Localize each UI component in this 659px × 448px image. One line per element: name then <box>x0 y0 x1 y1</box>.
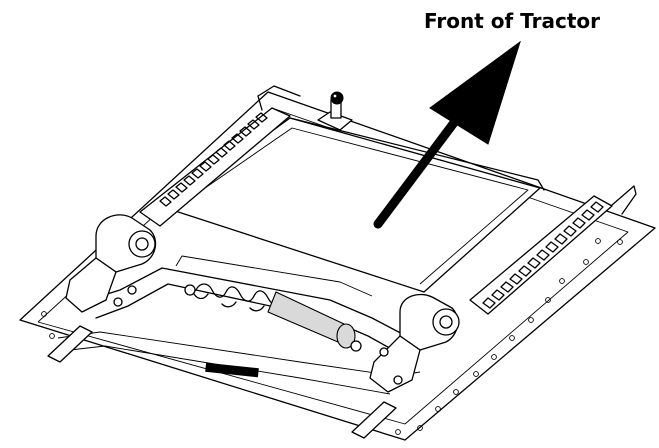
suspension-spring <box>184 283 362 352</box>
serial-plate <box>205 362 259 378</box>
right-slide-rail <box>469 195 613 315</box>
left-pivot-bracket <box>47 214 157 363</box>
latch-lever <box>317 91 353 131</box>
right-pivot-bracket <box>351 293 460 439</box>
front-direction-arrow <box>373 40 521 229</box>
front-of-tractor-label: Front of Tractor <box>424 9 600 33</box>
left-slide-rail <box>139 107 291 227</box>
top-plate <box>165 117 545 293</box>
